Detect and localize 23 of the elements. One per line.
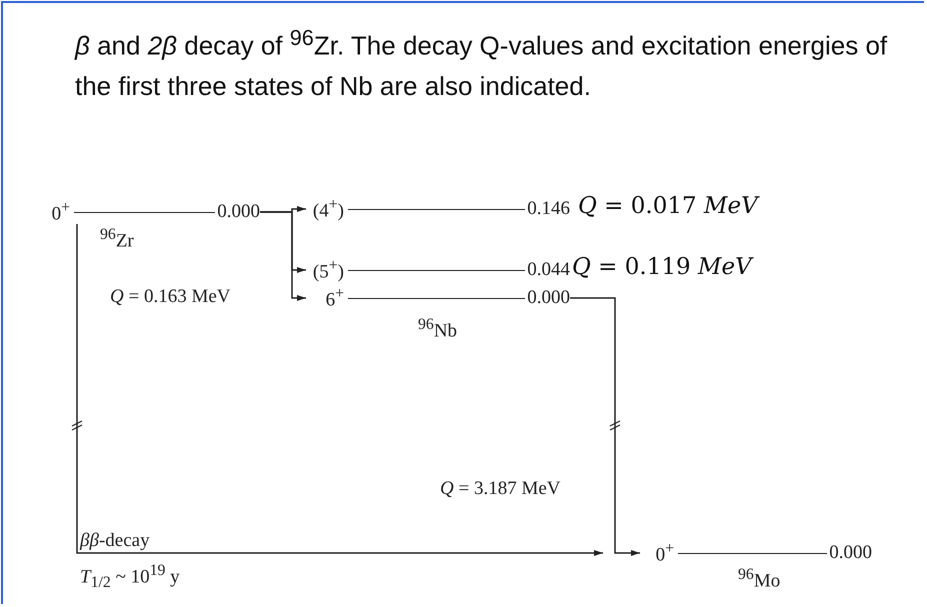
spin-parity-label: 0$^{+}$ — [50, 198, 71, 226]
edge-label: Q = 3.187 MeV — [440, 478, 560, 500]
spin-parity-label: (5$^{+}$) — [312, 256, 345, 284]
energy-label: 0.000 — [526, 287, 570, 309]
edge-label: ββ-decay — [80, 530, 150, 552]
decay-arrow — [260, 211, 306, 301]
caption-text: β and 2β decay of $^{96}$Zr. The decay Q-values and excitation energies of the first three states of Nb are also indicated. — [75, 24, 888, 103]
decay-arrow — [570, 297, 640, 556]
edge-label: Q = 0.163 MeV — [110, 286, 230, 308]
nuclide-label: $^{96}$Mo — [738, 566, 780, 592]
energy-label: 0.044 — [526, 259, 570, 281]
nuclide-label: $^{96}$Nb — [418, 316, 458, 342]
energy-label: 0.000 — [828, 542, 872, 564]
decay-arrow — [76, 224, 603, 556]
q-value-label: Q = 0.017 MeV — [578, 193, 758, 219]
q-value-label: Q = 0.119 MeV — [572, 254, 752, 280]
spin-parity-label: 6$^{+}$ — [324, 284, 345, 312]
energy-label: 0.146 — [526, 198, 570, 220]
spin-parity-label: 0$^{+}$ — [654, 540, 675, 566]
nuclide-label: $^{96}$Zr — [100, 226, 134, 252]
half-life-label: T$_{1/2}$ ~ 10$^{19}$ y — [80, 562, 180, 592]
energy-label: 0.000 — [216, 201, 260, 223]
spin-parity-label: (4$^{+}$) — [312, 196, 345, 222]
